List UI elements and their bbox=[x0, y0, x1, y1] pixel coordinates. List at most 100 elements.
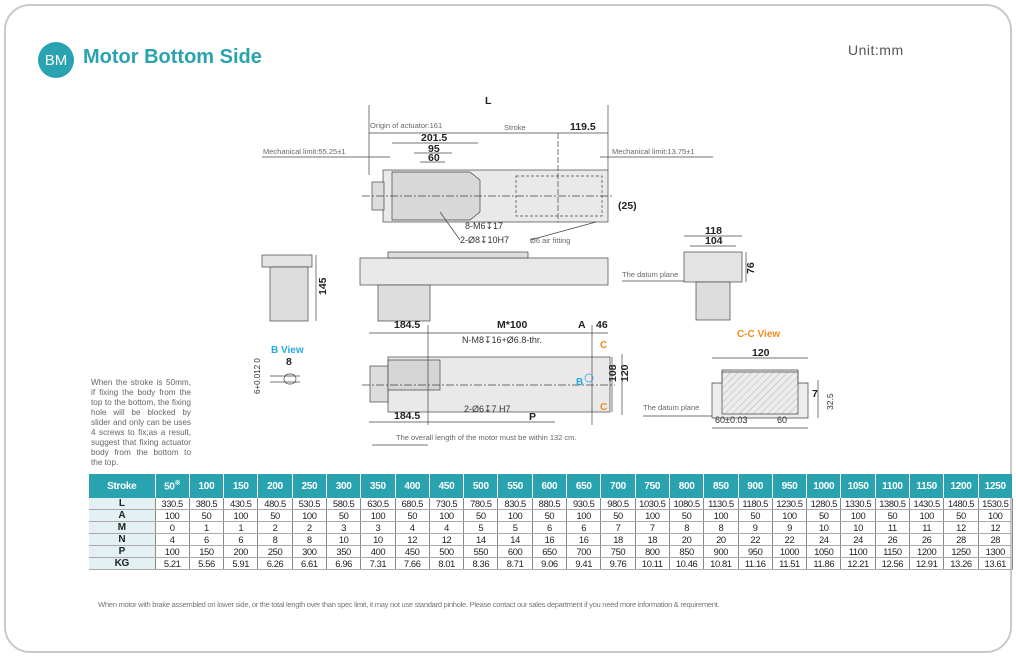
row-label: N bbox=[89, 533, 156, 546]
table-cell: 850 bbox=[669, 545, 705, 558]
stroke-column-header: 650 bbox=[566, 474, 602, 498]
table-cell: 100 bbox=[840, 509, 876, 522]
table-cell: 1280.5 bbox=[806, 498, 842, 510]
table-cell: 250 bbox=[257, 545, 293, 558]
table-cell: 700 bbox=[566, 545, 602, 558]
table-cell: 100 bbox=[292, 509, 327, 522]
table-cell: 100 bbox=[360, 509, 396, 522]
dim-108: 108 bbox=[607, 364, 619, 382]
stroke-value: 100 bbox=[198, 480, 215, 492]
dim-145: 145 bbox=[317, 277, 329, 295]
table-cell: 4 bbox=[395, 521, 430, 534]
dim-76: 76 bbox=[745, 262, 757, 274]
table-cell: 28 bbox=[978, 533, 1013, 546]
technical-drawing bbox=[261, 105, 819, 446]
stroke-column-header: 400 bbox=[395, 474, 430, 498]
table-cell: 1530.5 bbox=[978, 498, 1013, 510]
table-cell: 11.51 bbox=[772, 557, 808, 570]
table-cell: 1 bbox=[223, 521, 259, 534]
table-cell: 14 bbox=[497, 533, 533, 546]
row-label: A bbox=[89, 509, 156, 522]
table-cell: 330.5 bbox=[155, 498, 190, 510]
table-cell: 10.81 bbox=[703, 557, 739, 570]
left-end-view bbox=[261, 254, 317, 322]
stroke-value: 450 bbox=[438, 480, 455, 492]
table-cell: 7.66 bbox=[395, 557, 430, 570]
stroke-value: 250 bbox=[301, 480, 318, 492]
stroke-column-header: 1250 bbox=[978, 474, 1013, 498]
table-cell: 50 bbox=[257, 509, 293, 522]
table-cell: 5 bbox=[497, 521, 533, 534]
table-cell: 680.5 bbox=[395, 498, 430, 510]
table-cell: 12.91 bbox=[909, 557, 945, 570]
table-cell: 10 bbox=[806, 521, 842, 534]
table-cell: 9.41 bbox=[566, 557, 602, 570]
table-cell: 4 bbox=[429, 521, 465, 534]
table-cell: 6.26 bbox=[257, 557, 293, 570]
stroke-column-header: 500 bbox=[463, 474, 499, 498]
stroke-value: 550 bbox=[507, 480, 524, 492]
right-end-view bbox=[622, 235, 747, 321]
table-cell: 16 bbox=[566, 533, 602, 546]
table-cell: 350 bbox=[326, 545, 362, 558]
table-cell: 200 bbox=[223, 545, 259, 558]
table-cell: 8 bbox=[257, 533, 293, 546]
table-cell: 6.61 bbox=[292, 557, 327, 570]
table-cell: 11.86 bbox=[806, 557, 842, 570]
table-cell: 530.5 bbox=[292, 498, 327, 510]
stroke-column-header: 850 bbox=[703, 474, 739, 498]
table-cell: 1030.5 bbox=[635, 498, 670, 510]
stroke-value: 850 bbox=[713, 480, 729, 492]
stroke-value: 1000 bbox=[813, 480, 835, 492]
b-view-detail bbox=[270, 373, 300, 385]
table-cell: 12 bbox=[395, 533, 430, 546]
dim-P: P bbox=[529, 411, 537, 423]
stroke-value: 1200 bbox=[950, 480, 972, 492]
section-badge: BM bbox=[38, 42, 74, 78]
stroke-value: 200 bbox=[267, 480, 283, 492]
dim-25: (25) bbox=[618, 200, 637, 212]
dim-119-5: 119.5 bbox=[570, 121, 596, 133]
stroke-value: 50 bbox=[164, 481, 175, 493]
table-cell: 100 bbox=[223, 509, 259, 522]
dim-184-5-top: 184.5 bbox=[394, 319, 421, 331]
table-cell: 5.91 bbox=[223, 557, 259, 570]
overall-length-note: The overall length of the motor must be … bbox=[396, 433, 577, 442]
table-cell: 5.21 bbox=[155, 557, 190, 570]
table-cell: 26 bbox=[875, 533, 911, 546]
stroke-column-header: 750 bbox=[635, 474, 670, 498]
table-cell: 1 bbox=[189, 521, 225, 534]
table-cell: 6.96 bbox=[326, 557, 362, 570]
stroke-column-header: 550 bbox=[497, 474, 533, 498]
table-cell: 10 bbox=[360, 533, 396, 546]
table-cell: 550 bbox=[463, 545, 499, 558]
table-cell: 10 bbox=[326, 533, 362, 546]
dim-201-5: 201.5 bbox=[421, 132, 448, 144]
table-cell: 1080.5 bbox=[669, 498, 705, 510]
table-cell: 50 bbox=[189, 509, 225, 522]
stroke-value: 600 bbox=[541, 480, 558, 492]
table-cell: 1130.5 bbox=[703, 498, 739, 510]
table-cell: 4 bbox=[155, 533, 190, 546]
table-cell: 6 bbox=[223, 533, 259, 546]
table-cell: 1000 bbox=[772, 545, 808, 558]
table-cell: 9.06 bbox=[532, 557, 568, 570]
table-cell: 12.56 bbox=[875, 557, 911, 570]
table-cell: 730.5 bbox=[429, 498, 465, 510]
cc-dim-60-tol: 60±0.03 bbox=[715, 415, 748, 425]
section-c-bottom: C bbox=[600, 402, 608, 413]
table-cell: 100 bbox=[703, 509, 739, 522]
table-cell: 8.01 bbox=[429, 557, 465, 570]
dim-46: 46 bbox=[596, 319, 608, 331]
stroke-column-header: 450 bbox=[429, 474, 465, 498]
table-cell: 6 bbox=[566, 521, 602, 534]
dim-104: 104 bbox=[705, 235, 723, 247]
stroke-column-header: 800 bbox=[669, 474, 705, 498]
table-cell: 1380.5 bbox=[875, 498, 911, 510]
table-cell: 9 bbox=[772, 521, 808, 534]
table-cell: 26 bbox=[909, 533, 945, 546]
table-cell: 900 bbox=[703, 545, 739, 558]
